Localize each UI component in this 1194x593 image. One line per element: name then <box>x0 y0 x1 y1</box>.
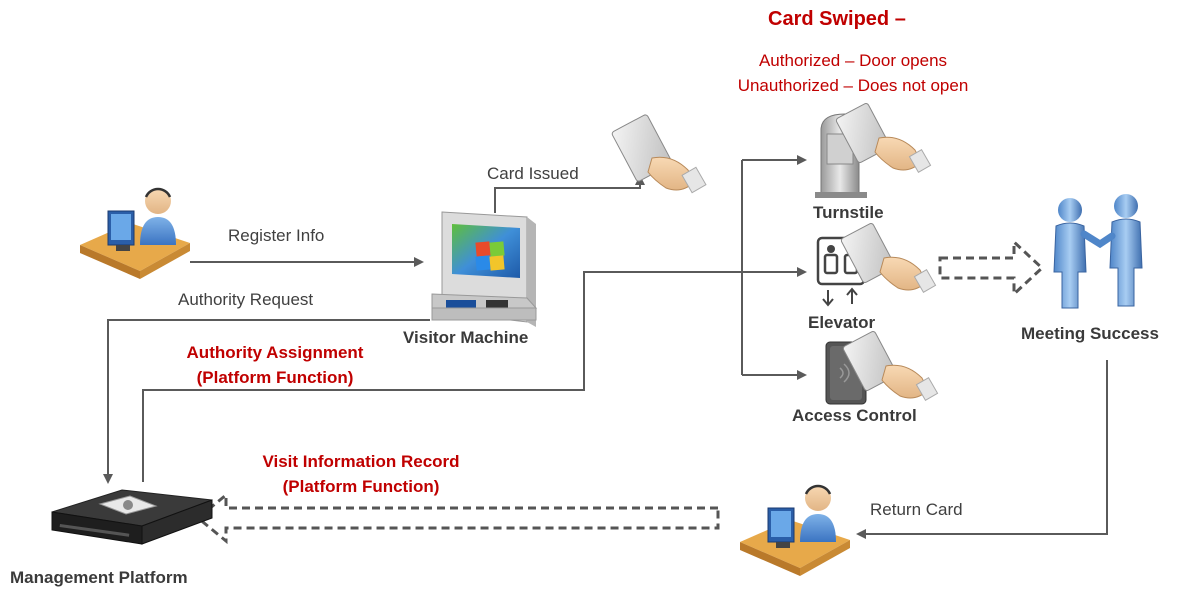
turnstile-label: Turnstile <box>813 203 884 222</box>
receptionist-icon <box>740 484 850 576</box>
access-control-label: Access Control <box>792 406 917 425</box>
card-hand-icon <box>611 114 707 194</box>
visit-record-title: Visit Information Record <box>262 452 460 471</box>
authority-assignment-label: Authority Assignment (Platform Function) <box>150 340 400 390</box>
dashed-arrow-visit-record <box>195 491 720 545</box>
visit-record-label: Visit Information Record (Platform Funct… <box>230 449 492 499</box>
management-platform-label: Management Platform <box>10 568 188 587</box>
dashed-arrow-to-meeting <box>938 238 1045 298</box>
register-info-label: Register Info <box>228 226 325 245</box>
return-card-arrow <box>856 360 1108 539</box>
authority-assignment-title: Authority Assignment <box>186 343 364 362</box>
meeting-success-label: Meeting Success <box>1021 324 1159 343</box>
card-issued-label: Card Issued <box>487 164 579 183</box>
card-swiped-title: Card Swiped – <box>768 8 906 30</box>
receptionist-icon <box>80 187 190 279</box>
elevator-label: Elevator <box>808 313 876 332</box>
card-swiped-detail: Authorized – Door opens Unauthorized – D… <box>700 48 1006 98</box>
authority-request-label: Authority Request <box>178 290 314 309</box>
card-hand-icon <box>842 331 939 401</box>
card-hand-icon <box>835 103 932 173</box>
return-card-label: Return Card <box>870 500 963 519</box>
authority-assignment-subtitle: (Platform Function) <box>196 368 354 387</box>
authorized-line: Authorized – Door opens <box>758 51 948 70</box>
authority-assignment-line <box>142 271 742 482</box>
connectors <box>103 155 1108 539</box>
visitor-machine-label: Visitor Machine <box>403 328 529 347</box>
kiosk-icon <box>431 211 538 327</box>
authority-request-arrow <box>103 319 430 484</box>
server-icon <box>51 489 213 545</box>
card-issued-arrow <box>494 175 645 213</box>
visit-record-subtitle: (Platform Function) <box>282 477 440 496</box>
handshake-icon <box>1053 194 1143 309</box>
card-hand-icon <box>840 223 937 293</box>
unauthorized-line: Unauthorized – Does not open <box>737 76 969 95</box>
